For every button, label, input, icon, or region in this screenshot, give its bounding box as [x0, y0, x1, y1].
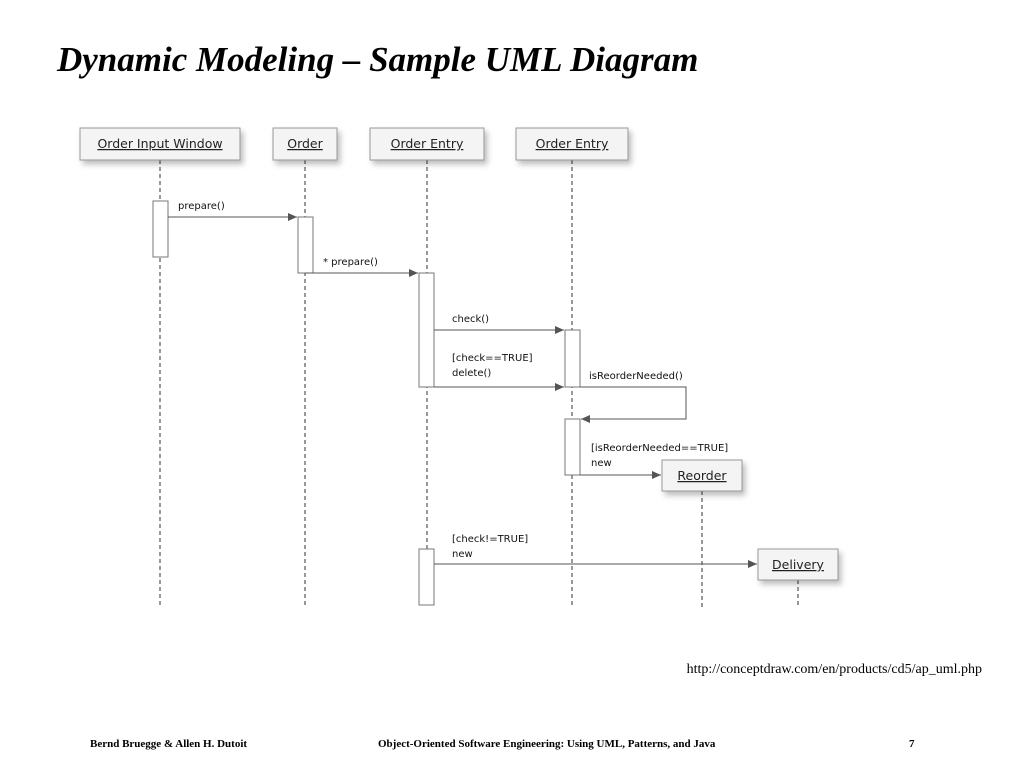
svg-text:Order Input Window: Order Input Window — [97, 136, 222, 151]
footer-authors: Bernd Bruegge & Allen H. Dutoit — [90, 738, 248, 750]
message-arrow-is-reorder-needed — [580, 386, 687, 423]
activation-order-entry-1b — [418, 548, 435, 606]
footer-page-number: 7 — [909, 738, 915, 750]
object-delivery: Delivery — [757, 548, 839, 581]
message-label-star-prepare: * prepare() — [323, 257, 378, 268]
message-label-delete: delete() — [452, 368, 491, 379]
message-label-delete-guard: [check==TRUE] — [452, 353, 533, 364]
svg-text:Reorder: Reorder — [677, 468, 727, 483]
message-label-new-reorder: new — [591, 458, 612, 469]
message-label-is-reorder-needed: isReorderNeeded() — [589, 371, 683, 382]
svg-text:Order Entry: Order Entry — [391, 136, 464, 151]
activation-order-entry-2b — [564, 418, 581, 476]
footer-book-title: Object-Oriented Software Engineering: Us… — [378, 738, 716, 750]
activation-order — [297, 216, 314, 274]
svg-text:Order: Order — [287, 136, 323, 151]
message-label-new-delivery-guard: [check!=TRUE] — [452, 534, 528, 545]
object-order-entry-2: Order Entry — [515, 127, 629, 161]
activation-order-entry-2a — [564, 329, 581, 388]
object-order-input-window: Order Input Window — [79, 127, 241, 161]
svg-text:Order Entry: Order Entry — [536, 136, 609, 151]
object-order-entry-1: Order Entry — [369, 127, 485, 161]
activation-order-input-window — [152, 200, 169, 258]
object-reorder: Reorder — [661, 459, 743, 492]
message-label-new-reorder-guard: [isReorderNeeded==TRUE] — [591, 443, 728, 454]
message-label-new-delivery: new — [452, 549, 473, 560]
slide-title: Dynamic Modeling – Sample UML Diagram — [57, 40, 699, 79]
svg-text:Delivery: Delivery — [772, 557, 824, 572]
message-label-check: check() — [452, 314, 489, 325]
activation-order-entry-1a — [418, 272, 435, 388]
source-url: http://conceptdraw.com/en/products/cd5/a… — [686, 662, 982, 677]
message-label-prepare: prepare() — [178, 201, 225, 212]
object-order: Order — [272, 127, 338, 161]
